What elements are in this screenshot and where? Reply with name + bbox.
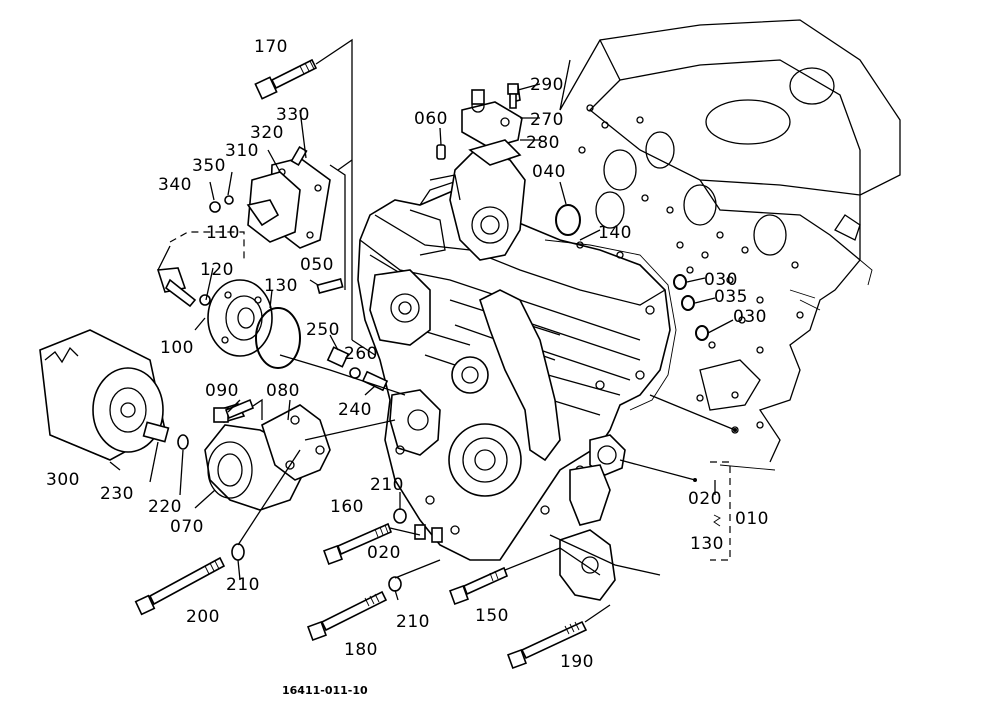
bolt-180 (307, 590, 388, 641)
bolt-050 (316, 278, 344, 294)
engine-block (559, 19, 901, 471)
bolt-290 (507, 83, 519, 109)
label-140: 140 (598, 223, 632, 243)
bolt-110 (156, 267, 211, 308)
label-010: 010 (735, 509, 769, 529)
bolt-170 (254, 58, 318, 100)
label-020-lower: 020 (367, 543, 401, 563)
label-070: 070 (170, 517, 204, 537)
label-080: 080 (266, 381, 300, 401)
bolt-090 (213, 398, 255, 423)
pin-060 (436, 144, 446, 160)
label-210-upper: 210 (370, 475, 404, 495)
label-030-top: 030 (704, 270, 738, 290)
block-bolt-holes (578, 104, 804, 434)
label-020-right: 020 (688, 489, 722, 509)
relief-valve-parts (326, 346, 389, 392)
label-260: 260 (344, 344, 378, 364)
oil-filter-300 (39, 329, 166, 461)
label-040: 040 (532, 162, 566, 182)
label-030-bottom: 030 (733, 307, 767, 327)
gear-case (357, 149, 677, 601)
washers-210 (231, 508, 407, 592)
o-rings-030-035 (673, 274, 709, 341)
group-brackets (169, 231, 731, 561)
label-320: 320 (250, 123, 284, 143)
leader-lines (109, 38, 737, 623)
label-350: 350 (192, 156, 226, 176)
label-270: 270 (530, 110, 564, 130)
label-340: 340 (158, 175, 192, 195)
label-035: 035 (714, 287, 748, 307)
label-110: 110 (206, 223, 240, 243)
flange-assy (209, 145, 331, 249)
filter-fitting (142, 421, 189, 450)
label-290: 290 (530, 75, 564, 95)
label-160: 160 (330, 497, 364, 517)
label-190: 190 (560, 652, 594, 672)
bolt-200 (134, 556, 226, 616)
bolt-160 (323, 522, 393, 565)
bolt-150 (449, 566, 509, 605)
label-050: 050 (300, 255, 334, 275)
bolt-190 (507, 620, 588, 669)
label-280: 280 (526, 133, 560, 153)
cover-plate-assy (461, 85, 523, 166)
label-210-left: 210 (226, 575, 260, 595)
o-ring-130 (255, 307, 301, 369)
figure-id: 16411-011-10 (282, 684, 368, 697)
label-120: 120 (200, 260, 234, 280)
label-220: 220 (148, 497, 182, 517)
o-ring-040 (555, 204, 581, 236)
label-060: 060 (414, 109, 448, 129)
label-210-bottom: 210 (396, 612, 430, 632)
label-180: 180 (344, 640, 378, 660)
label-090: 090 (205, 381, 239, 401)
label-200: 200 (186, 607, 220, 627)
label-230: 230 (100, 484, 134, 504)
label-170: 170 (254, 37, 288, 57)
label-310: 310 (225, 141, 259, 161)
label-130-top: 130 (264, 276, 298, 296)
part-labels: 170 290 330 320 310 270 280 060 340 350 … (46, 37, 769, 697)
label-100: 100 (160, 338, 194, 358)
label-250: 250 (306, 320, 340, 340)
plugs-020 (414, 524, 443, 543)
filter-bracket-070 (204, 403, 331, 511)
label-150: 150 (475, 606, 509, 626)
label-300: 300 (46, 470, 80, 490)
label-330: 330 (276, 105, 310, 125)
label-130-right: 130 (690, 534, 724, 554)
label-240: 240 (338, 400, 372, 420)
